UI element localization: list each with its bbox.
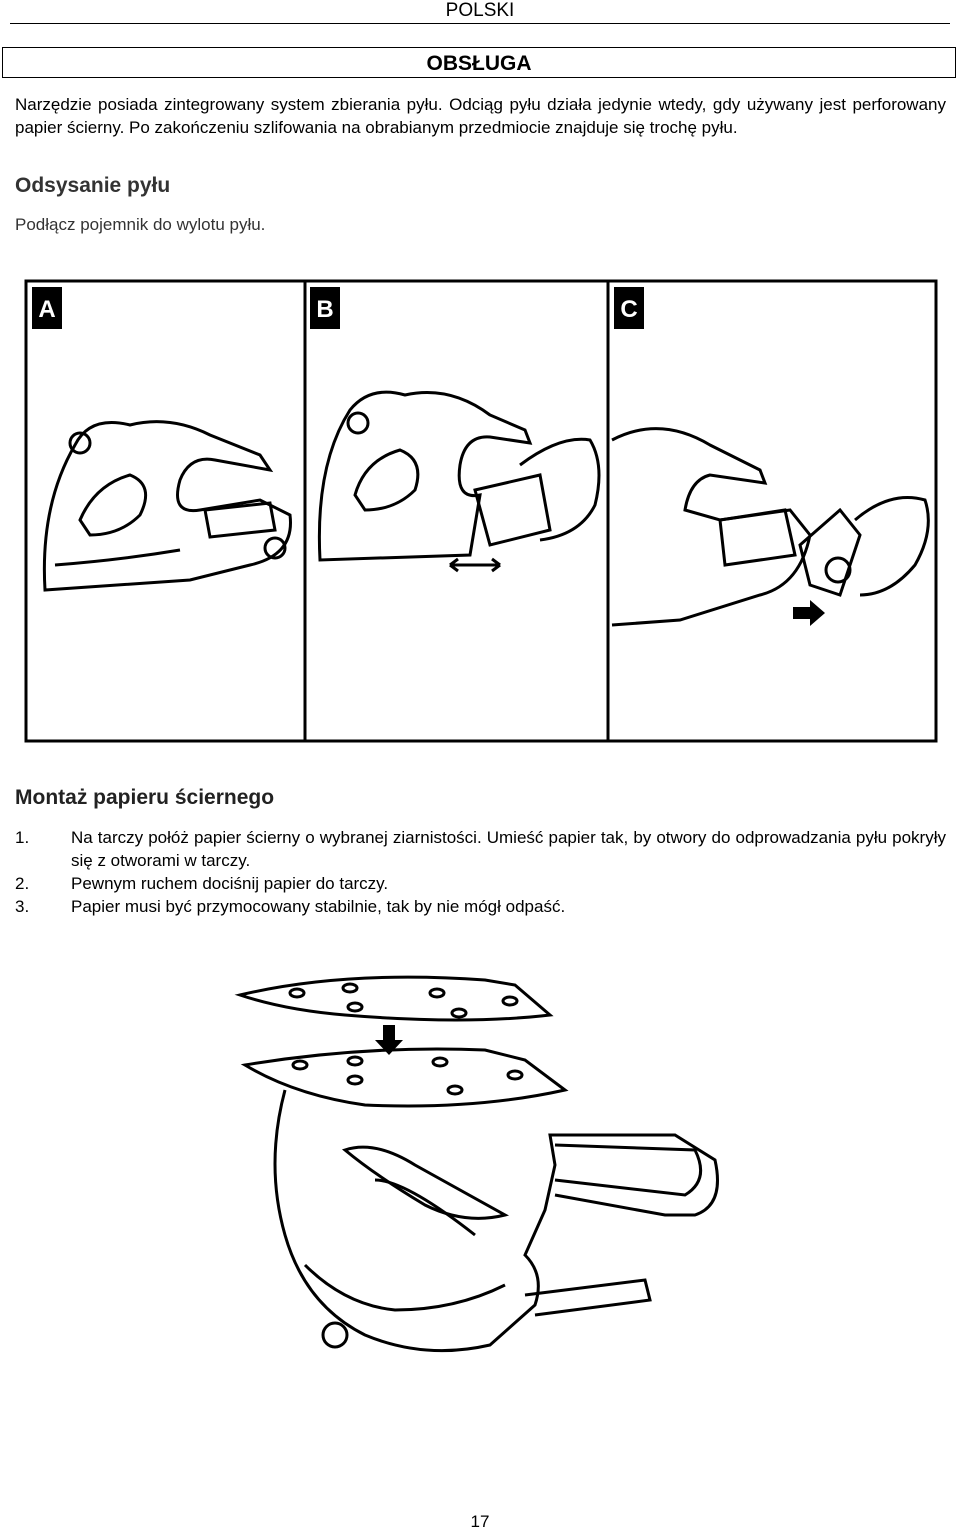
step-number: 1.	[15, 828, 30, 847]
list-item: 2. Pewnym ruchem dociśnij papier do tarc…	[15, 872, 946, 895]
sander-drawing-a	[42, 420, 292, 592]
dust-container-figure: A B C	[24, 279, 938, 743]
intro-paragraph: Narzędzie posiada zintegrowany system zb…	[15, 95, 946, 137]
panel-c-label: C	[620, 296, 637, 323]
panel-a-label: A	[38, 296, 55, 323]
sanding-paper-figure	[234, 975, 719, 1353]
dust-extraction-instruction: Podłącz pojemnik do wylotu pyłu.	[15, 215, 266, 234]
panel-b-label: B	[316, 296, 333, 323]
section-title: OBSŁUGA	[426, 52, 532, 75]
arrow-down-icon	[375, 1025, 403, 1055]
header-language: POLSKI	[445, 0, 515, 21]
step-number: 2.	[15, 874, 30, 893]
panel-c: C	[611, 287, 930, 627]
step-text: Papier musi być przymocowany stabilnie, …	[71, 897, 566, 916]
dust-extraction-heading: Odsysanie pyłu	[15, 174, 171, 197]
list-item: 3. Papier musi być przymocowany stabilni…	[15, 895, 946, 918]
list-item: 1. Na tarczy połóż papier ścierny o wybr…	[15, 826, 946, 872]
page-number: 17	[470, 1512, 490, 1531]
header-rule	[10, 23, 950, 24]
sanding-paper-heading: Montaż papieru ściernego	[15, 786, 275, 809]
base-plate	[240, 1047, 569, 1108]
sander-drawing-c	[611, 427, 930, 627]
sanding-sheet	[234, 975, 554, 1022]
sanding-paper-steps: 1. Na tarczy połóż papier ścierny o wybr…	[15, 826, 946, 918]
step-text: Na tarczy połóż papier ścierny o wybrane…	[71, 828, 946, 870]
section-title-box: OBSŁUGA	[2, 47, 956, 78]
step-text: Pewnym ruchem dociśnij papier do tarczy.	[71, 874, 389, 893]
panel-a: A	[32, 287, 292, 592]
panel-b: B	[310, 287, 601, 573]
step-number: 3.	[15, 897, 30, 916]
arrow-right-icon	[793, 600, 825, 626]
sander-drawing-b	[317, 390, 601, 573]
